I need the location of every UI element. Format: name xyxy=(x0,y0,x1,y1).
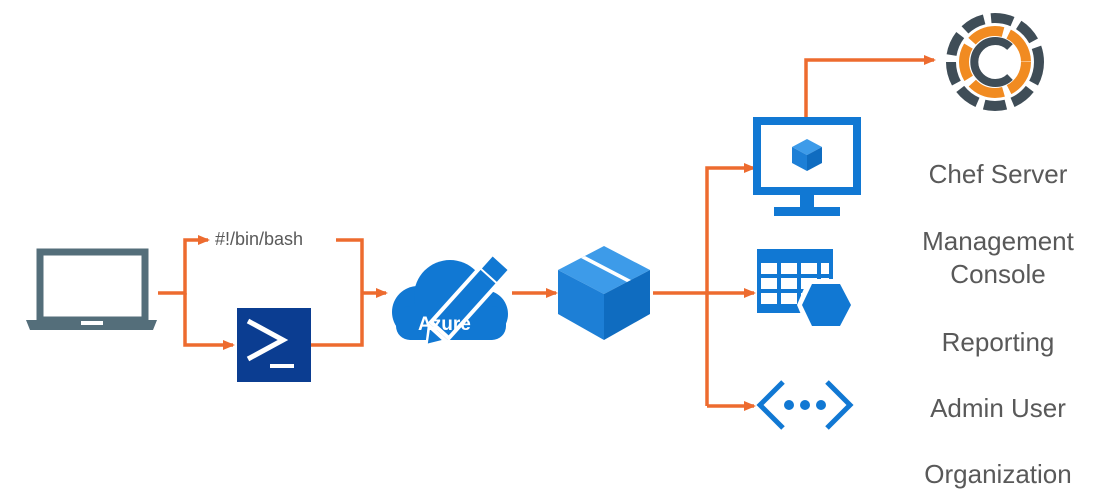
azure-label: Azure xyxy=(418,314,471,335)
bash-script-icon: #!/bin/bash xyxy=(215,229,304,249)
arrow-to-vm xyxy=(705,163,756,406)
line-powershell-out xyxy=(311,293,364,347)
powershell-icon xyxy=(237,308,311,382)
azure-cloud-icon xyxy=(392,250,514,347)
label-management: Management xyxy=(922,226,1074,256)
arrow-laptop-to-bash xyxy=(158,235,210,295)
laptop-icon xyxy=(26,248,157,330)
connectors xyxy=(158,55,936,411)
virtual-machine-icon xyxy=(753,117,861,216)
package-box-icon xyxy=(558,246,650,340)
pencil-icon xyxy=(425,250,514,347)
arrow-vm-to-chef xyxy=(804,55,936,118)
label-organization: Organization xyxy=(924,459,1072,489)
arrow-laptop-to-powershell xyxy=(183,293,235,350)
network-endpoint-icon xyxy=(756,380,854,430)
database-table-icon xyxy=(757,249,857,331)
chef-logo-icon xyxy=(946,13,1044,111)
label-chef-server: Chef Server xyxy=(928,159,1068,189)
label-console: Console xyxy=(950,259,1046,289)
label-reporting: Reporting xyxy=(941,327,1055,357)
line-bash-out xyxy=(336,238,364,293)
label-admin-user: Admin User xyxy=(930,393,1066,423)
